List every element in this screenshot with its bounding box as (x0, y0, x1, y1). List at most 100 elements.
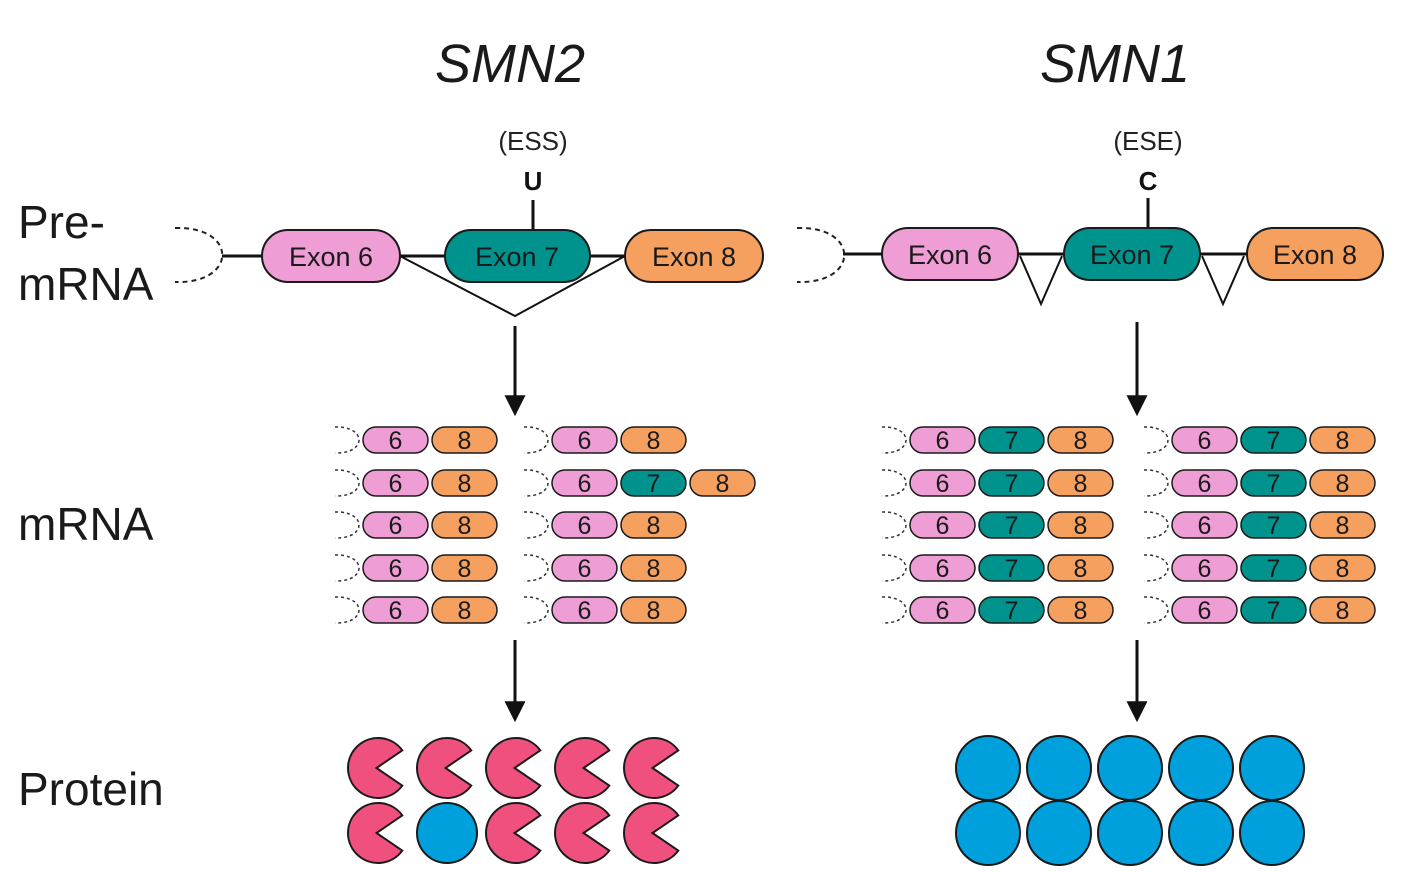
exon-number-label: 8 (1074, 427, 1088, 455)
full-length-protein (1239, 800, 1305, 866)
exon-6-box (261, 229, 401, 283)
exon-number-label: 8 (458, 427, 472, 455)
full-length-protein (955, 800, 1021, 866)
gene-title-smn2: SMN2 (435, 34, 585, 94)
exon-8-pill (620, 426, 687, 454)
cap-dashed-curve (796, 226, 846, 284)
exon-7-label: Exon 7 (1090, 240, 1174, 270)
cap-dashed-curve (1143, 469, 1169, 497)
full-length-protein (1026, 800, 1092, 866)
skip-splice-lines (399, 255, 626, 318)
exon-number-label: 8 (1074, 470, 1088, 498)
exon-number-label: 6 (936, 512, 950, 540)
cap-dashed-curve (881, 554, 907, 582)
cap-dashed-curve (523, 511, 549, 539)
exon-number-label: 8 (458, 597, 472, 625)
full-length-protein (1239, 735, 1305, 801)
exon-number-label: 8 (458, 470, 472, 498)
exon-8-pill (689, 469, 756, 497)
full-length-protein (955, 735, 1021, 801)
exon-number-label: 6 (936, 470, 950, 498)
exon-number-label: 8 (1074, 555, 1088, 583)
cap-dashed-curve (334, 511, 360, 539)
exon-number-label: 6 (1198, 427, 1212, 455)
truncated-protein (416, 737, 473, 799)
exon-number-label: 7 (1267, 555, 1281, 583)
exon-6-box (881, 227, 1019, 281)
exon-7-label: Exon 7 (475, 242, 559, 272)
full-length-protein (416, 802, 478, 864)
exon-8-pill (1309, 426, 1376, 454)
exon-number-label: 8 (647, 427, 661, 455)
exon-number-label: 7 (1267, 427, 1281, 455)
exon-6-pill (1171, 596, 1238, 624)
mrna-transcript: 6 7 8 (1143, 426, 1376, 455)
cap-dashed-curve (881, 469, 907, 497)
cap-dashed-curve (881, 596, 907, 624)
cap-dashed-curve (334, 554, 360, 582)
exon-8-pill (1047, 469, 1114, 497)
full-length-protein (1097, 735, 1163, 801)
nucleotide-c: C (1139, 166, 1158, 196)
exon-7-pill (1240, 426, 1307, 454)
exon-6-pill (362, 596, 429, 624)
truncated-protein (554, 802, 611, 864)
exon-8-pill (620, 596, 687, 624)
exon-number-label: 6 (936, 597, 950, 625)
exon-number-label: 8 (458, 555, 472, 583)
exon-8-pill (1309, 511, 1376, 539)
exon-number-label: 6 (936, 427, 950, 455)
exon-8-pill (431, 426, 498, 454)
full-length-protein (1097, 800, 1163, 866)
exon-8-pill (1309, 596, 1376, 624)
exon-number-label: 6 (578, 512, 592, 540)
cap-dashed-curve (523, 596, 549, 624)
cap-dashed-curve (1143, 596, 1169, 624)
exon-7-box (1063, 227, 1201, 281)
cap-dashed-curve (334, 596, 360, 624)
exon-number-label: 6 (1198, 470, 1212, 498)
full-length-protein (1168, 800, 1234, 866)
exon-6-pill (1171, 469, 1238, 497)
full-length-protein (1026, 735, 1092, 801)
exon-number-label: 8 (1074, 512, 1088, 540)
exon-8-pill (620, 554, 687, 582)
exon-6-pill (551, 554, 618, 582)
exon-6-label: Exon 6 (289, 242, 373, 272)
exon-number-label: 7 (1267, 597, 1281, 625)
exon-number-label: 6 (389, 470, 403, 498)
nucleotide-u: U (524, 166, 543, 196)
exon-number-label: 6 (578, 555, 592, 583)
cap-dashed-curve (881, 426, 907, 454)
pre-mrna-smn2: Exon 6 Exon 7 Exon 8 (174, 200, 764, 318)
exon-number-label: 8 (1336, 512, 1350, 540)
exon-6-pill (362, 511, 429, 539)
exon-8-pill (431, 469, 498, 497)
exon-number-label: 8 (647, 597, 661, 625)
exon-7-pill (978, 426, 1045, 454)
exon-8-pill (431, 511, 498, 539)
exon-8-pill (431, 596, 498, 624)
exon-6-pill (1171, 426, 1238, 454)
truncated-protein (347, 802, 404, 864)
exon-6-pill (1171, 554, 1238, 582)
exon-6-pill (909, 511, 976, 539)
exon-number-label: 8 (647, 555, 661, 583)
splice-v-right (1201, 255, 1245, 307)
splice-v-left (1019, 255, 1063, 307)
exon-number-label: 8 (647, 512, 661, 540)
exon-number-label: 7 (1005, 512, 1019, 540)
exon-number-label: 8 (1336, 427, 1350, 455)
exon-number-label: 6 (1198, 597, 1212, 625)
